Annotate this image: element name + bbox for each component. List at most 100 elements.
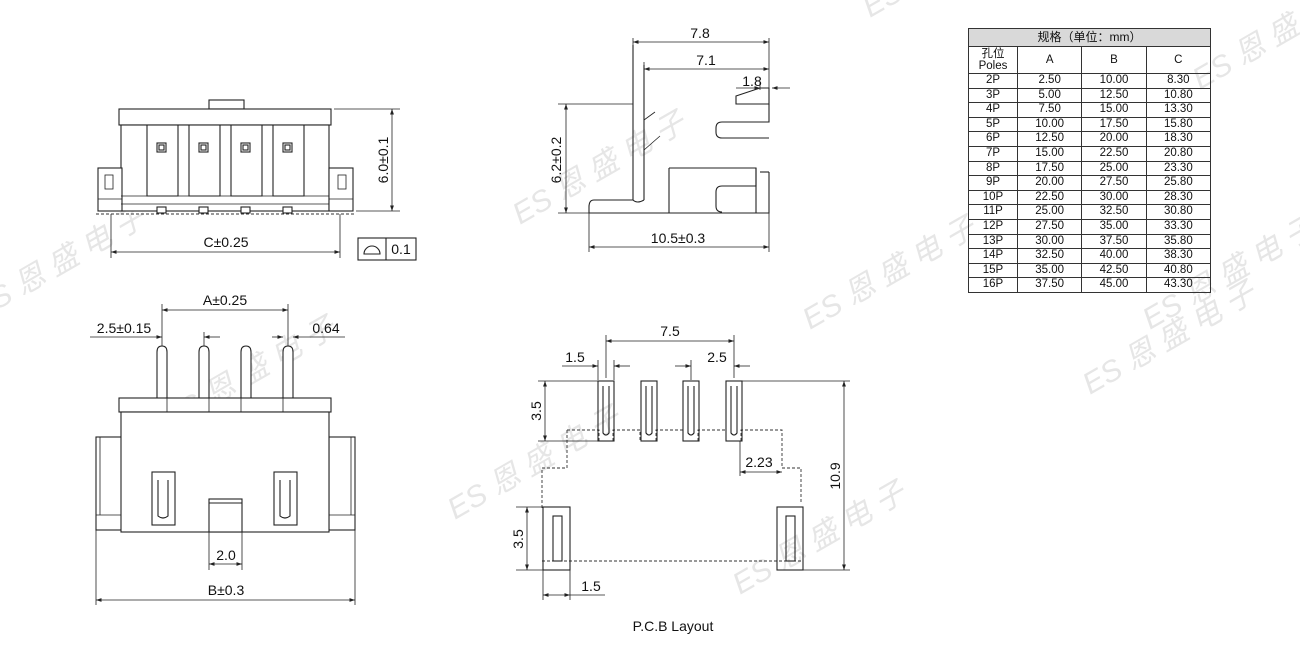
spec-cell-b: 45.00 [1081,277,1147,293]
spec-cell-poles: 7P [968,145,1018,162]
side-overall-dim: 7.8 [690,25,710,41]
spec-cell-c: 23.30 [1145,160,1212,177]
spec-cell-c: 35.80 [1145,233,1212,250]
spec-cell-b: 35.00 [1081,218,1147,235]
spec-cell-b: 37.50 [1081,233,1147,250]
front-width-dim: C±0.25 [203,234,248,250]
spec-col-a: A [1016,46,1083,74]
spec-cell-a: 17.50 [1016,160,1083,177]
watermark: ES 恩 盛 电 子 [0,200,153,326]
spec-cell-a: 25.00 [1016,204,1083,220]
watermark: ES 恩 盛 电 子 [857,0,1043,24]
spec-cell-b: 17.50 [1081,116,1147,133]
spec-cell-poles: 15P [968,262,1018,279]
pcb-pad-width-dim: 1.5 [565,349,585,365]
spec-cell-a: 27.50 [1016,218,1083,235]
spec-col-b: B [1081,46,1147,74]
side-small-dim: 1.8 [742,73,762,89]
spec-cell-poles: 2P [968,73,1018,89]
pcb-pad-length-dim: 3.5 [528,401,544,421]
spec-cell-c: 20.80 [1145,145,1212,162]
spec-cell-a: 20.00 [1016,175,1083,191]
pcb-layout: 7.5 1.5 2.5 3.5 2.23 10.9 3.5 [510,323,850,634]
spec-cell-b: 27.50 [1081,175,1147,191]
spec-cell-c: 8.30 [1145,73,1212,89]
spec-cell-c: 33.30 [1145,218,1212,235]
spec-cell-poles: 6P [968,131,1018,147]
spec-cell-c: 15.80 [1145,116,1212,133]
spec-cell-poles: 8P [968,160,1018,177]
spec-cell-poles: 4P [968,102,1018,118]
spec-cell-b: 42.50 [1081,262,1147,279]
front-view: 6.0±0.1 C±0.25 0.1 [96,99,417,261]
pcb-mount-width-dim: 1.5 [581,578,601,594]
bottom-view: A±0.25 2.5±0.15 0.64 2.0 B±0.3 [90,292,356,605]
spec-cell-poles: 9P [968,175,1018,191]
spec-cell-poles: 11P [968,204,1018,220]
spec-cell-c: 18.30 [1145,131,1212,147]
spec-cell-a: 10.00 [1016,116,1083,133]
pcb-pitch-dim: 2.5 [707,349,727,365]
side-inner-dim: 7.1 [696,52,716,68]
spec-col-poles: 孔位 Poles [968,46,1018,74]
side-height-dim: 6.2±0.2 [548,136,564,183]
spec-table-title: 规格（单位：mm） [968,28,1211,47]
watermark: ES 恩 盛 电 子 [797,210,983,336]
spec-cell-a: 32.50 [1016,248,1083,264]
spec-cell-a: 35.00 [1016,262,1083,279]
bottom-edge-dim: 2.5±0.15 [97,320,152,336]
flatness-value: 0.1 [391,241,411,257]
spec-cell-poles: 13P [968,233,1018,250]
watermark: ES 恩 盛 电 子 [727,475,913,601]
pcb-mount-length-dim: 3.5 [510,529,526,549]
watermark: ES 恩 盛 电 子 [507,105,693,231]
spec-cell-c: 28.30 [1145,189,1212,206]
bottom-width-dim: B±0.3 [208,582,245,598]
spec-cell-b: 10.00 [1081,73,1147,89]
spec-cell-c: 13.30 [1145,102,1212,118]
spec-cell-a: 30.00 [1016,233,1083,250]
flatness-symbol-icon [363,245,381,255]
spec-cell-c: 40.80 [1145,262,1212,279]
bottom-pin-dim: 0.64 [312,320,339,336]
spec-cell-b: 15.00 [1081,102,1147,118]
pcb-height-dim: 10.9 [827,462,843,489]
spec-cell-b: 22.50 [1081,145,1147,162]
spec-cell-poles: 12P [968,218,1018,235]
spec-cell-poles: 16P [968,277,1018,293]
spec-col-poles-label: 孔位 Poles [978,48,1008,72]
spec-cell-poles: 3P [968,87,1018,104]
spec-cell-b: 30.00 [1081,189,1147,206]
pcb-layout-caption: P.C.B Layout [633,618,714,634]
spec-cell-a: 12.50 [1016,131,1083,147]
pcb-offset-dim: 2.23 [745,454,772,470]
spec-cell-c: 43.30 [1145,277,1212,293]
spec-cell-a: 37.50 [1016,277,1083,293]
spec-cell-c: 30.80 [1145,204,1212,220]
front-height-dim: 6.0±0.1 [375,136,391,183]
spec-cell-c: 10.80 [1145,87,1212,104]
bottom-pitch-dim: A±0.25 [203,292,247,308]
spec-cell-b: 20.00 [1081,131,1147,147]
spec-cell-c: 25.80 [1145,175,1212,191]
pcb-pitch-total-dim: 7.5 [660,323,680,339]
spec-cell-a: 15.00 [1016,145,1083,162]
spec-col-c: C [1145,46,1212,74]
spec-cell-c: 38.30 [1145,248,1212,264]
spec-cell-b: 12.50 [1081,87,1147,104]
spec-cell-b: 32.50 [1081,204,1147,220]
